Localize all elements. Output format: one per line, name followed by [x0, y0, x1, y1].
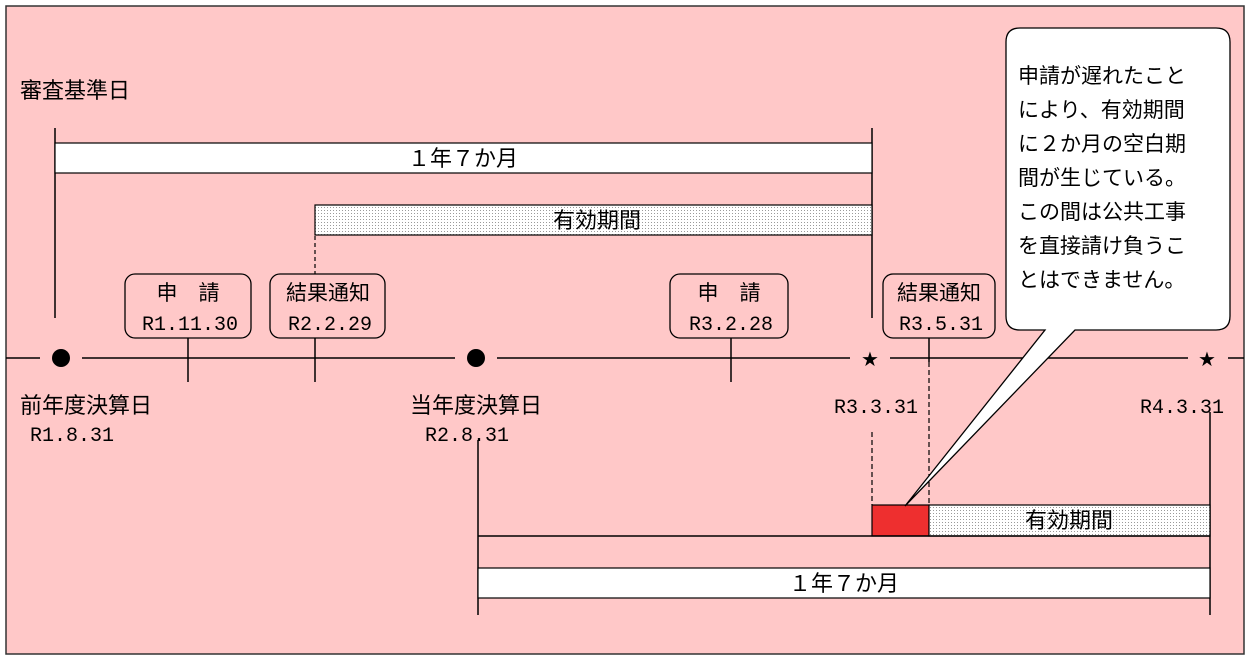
prev-fy-close-date: R1.8.31: [30, 425, 114, 448]
note-line-1: 申請が遅れたこと: [1018, 64, 1186, 88]
result-box-1: 結果通知 R2.2.29: [269, 273, 386, 339]
note-line-5: この間は公共工事: [1018, 200, 1186, 224]
note-line-3: に２か月の空白期: [1018, 132, 1186, 156]
valid-period-bar-top-label: 有効期間: [553, 209, 641, 234]
prev-fy-close-label: 前年度決算日: [20, 394, 152, 419]
date-r3-3-31: R3.3.31: [834, 397, 918, 420]
note-line-6: を直接請け負うこ: [1018, 234, 1186, 258]
date-r4-3-31: R4.3.31: [1140, 397, 1224, 420]
note-line-7: とはできません。: [1018, 268, 1185, 292]
period-bar-bottom: [477, 567, 1211, 599]
period-bar-bottom-label: １年７か月: [789, 572, 899, 597]
prev-fy-dot: [52, 349, 70, 367]
apply-box-2-title: 申 請: [698, 281, 761, 305]
result-box-1-title: 結果通知: [286, 281, 370, 305]
valid-period-bar-bottom-label: 有効期間: [1025, 509, 1113, 534]
result-box-2: 結果通知 R3.5.31: [882, 273, 996, 339]
star-r3: ★: [861, 347, 879, 371]
result-box-2-date: R3.5.31: [899, 314, 983, 337]
result-box-1-date: R2.2.29: [288, 314, 372, 337]
valid-period-bar-top: [314, 204, 873, 236]
apply-box-1-title: 申 請: [157, 281, 220, 305]
apply-box-2-date: R3.2.28: [689, 314, 773, 337]
period-bar-top-label: １年７か月: [408, 147, 518, 172]
note-line-2: により、有効期間: [1018, 98, 1185, 122]
apply-box-1: 申 請 R1.11.30: [124, 273, 252, 339]
curr-fy-dot: [467, 349, 485, 367]
star-r4: ★: [1198, 347, 1216, 371]
review-base-date-label: 審査基準日: [20, 79, 130, 104]
result-box-2-title: 結果通知: [897, 281, 981, 305]
apply-box-1-date: R1.11.30: [142, 314, 238, 337]
blank-period-gap: [871, 504, 930, 537]
valid-period-bar-bottom: [928, 504, 1211, 537]
period-bar-top: [54, 142, 873, 174]
note-callout: 申請が遅れたこと により、有効期間 に２か月の空白期 間が生じている。 この間は…: [904, 27, 1231, 507]
apply-box-2: 申 請 R3.2.28: [669, 273, 789, 339]
note-line-4: 間が生じている。: [1018, 166, 1186, 190]
curr-fy-close-date: R2.8.31: [425, 425, 509, 448]
curr-fy-close-label: 当年度決算日: [410, 394, 542, 419]
